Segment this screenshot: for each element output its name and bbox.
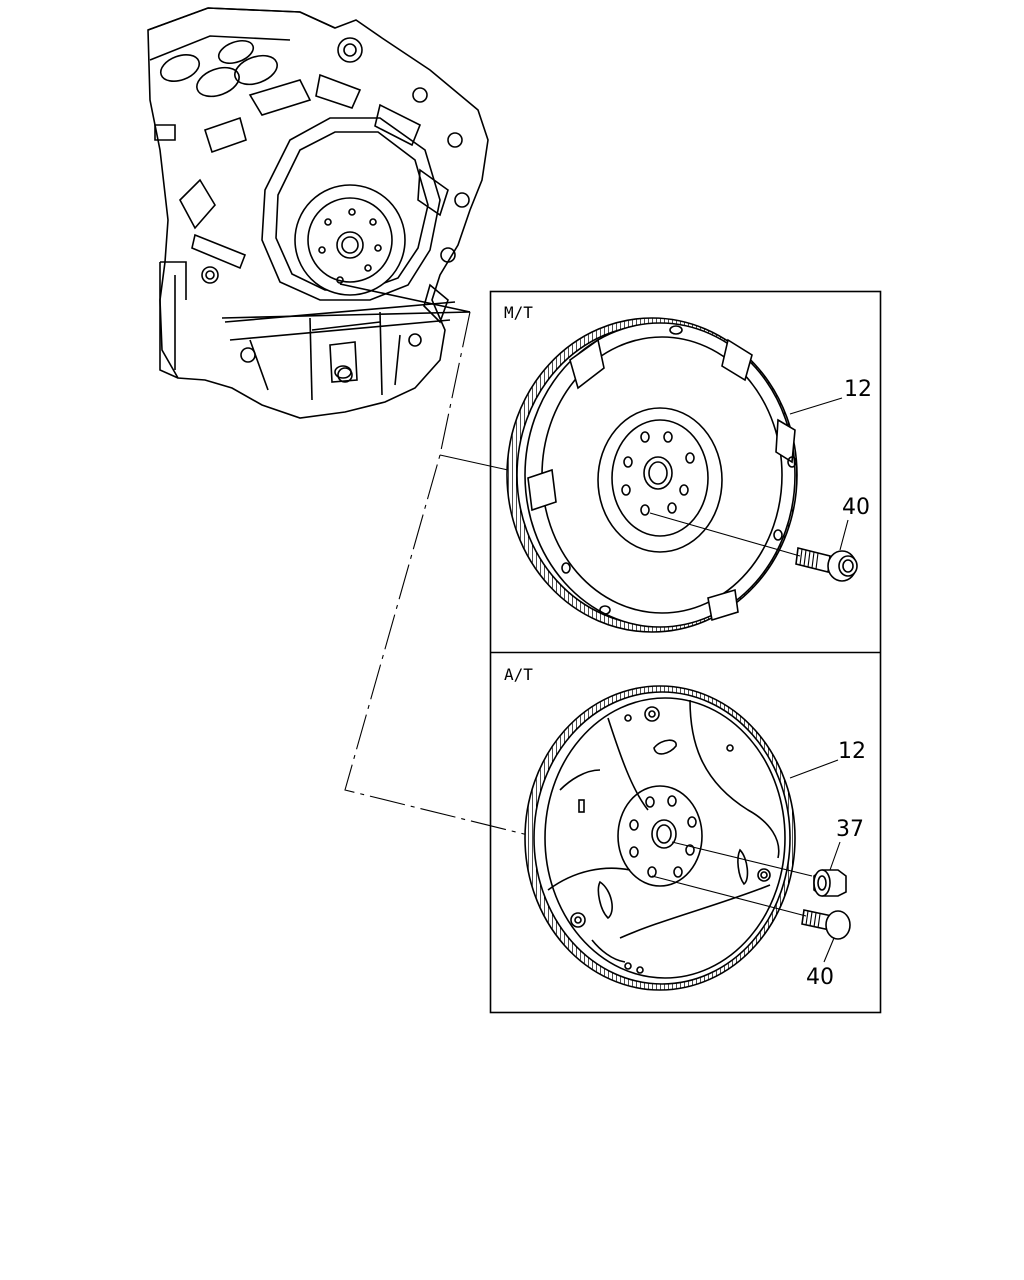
mt-flywheel-bolt [795, 547, 858, 582]
mt-callouts: 12 40 [649, 377, 872, 557]
callout-at-spacer: 37 [836, 817, 864, 842]
at-flexplate-bolt [801, 909, 851, 940]
callout-at-bolt: 40 [806, 965, 834, 990]
callout-at-flexplate: 12 [838, 739, 866, 764]
assembly-leader-line [344, 311, 529, 836]
callout-mt-bolt: 40 [842, 495, 870, 520]
at-callouts: 12 37 40 [651, 739, 866, 990]
automatic-flexplate [524, 685, 796, 991]
panel-label-mt: M/T [504, 303, 533, 322]
manual-flywheel [506, 317, 798, 633]
panel-label-at: A/T [504, 665, 533, 684]
callout-mt-flywheel: 12 [844, 377, 872, 402]
engine-block [147, 7, 489, 419]
at-spacer [813, 869, 847, 897]
